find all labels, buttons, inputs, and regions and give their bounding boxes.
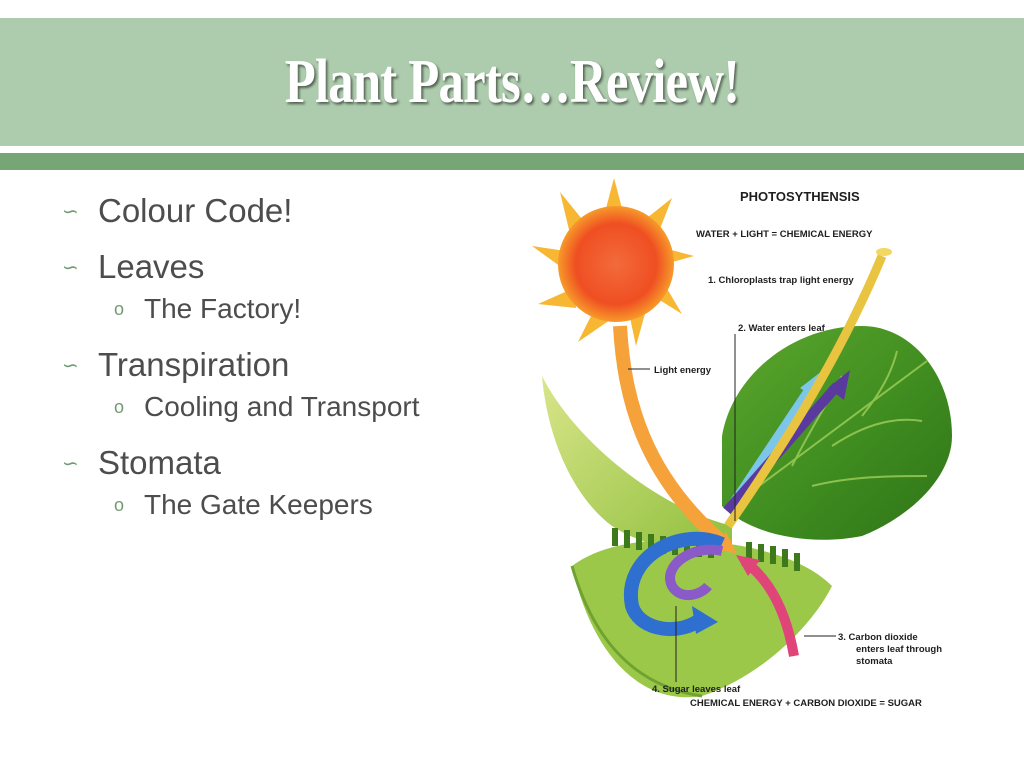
bullet-item: ∽ Stomata: [62, 442, 502, 484]
step2-label: 2. Water enters leaf: [738, 323, 826, 334]
sub-bullet-item: o The Gate Keepers: [114, 488, 502, 522]
bullet-item: ∽ Colour Code!: [62, 190, 502, 232]
bullet-text: Leaves: [98, 248, 205, 285]
equation-top: WATER + LIGHT = CHEMICAL ENERGY: [696, 229, 873, 240]
photosynthesis-diagram: PHOTOSYTHENSIS WATER + LIGHT = CHEMICAL …: [532, 176, 968, 718]
bullet-text: Colour Code!: [98, 192, 293, 229]
bullet-swirl-icon: ∽: [62, 255, 79, 279]
sub-bullet-text: The Factory!: [144, 293, 302, 324]
step3-label-line1: 3. Carbon dioxide: [838, 632, 918, 643]
slide-title: Plant Parts…Review!: [284, 47, 740, 116]
light-energy-label: Light energy: [654, 365, 712, 376]
bullet-text: Stomata: [98, 444, 221, 481]
bullet-text: Transpiration: [98, 346, 290, 383]
step4-label: 4. Sugar leaves leaf: [652, 684, 741, 695]
sub-bullet-circle-icon: o: [114, 298, 125, 319]
title-band: [0, 18, 1024, 146]
step1-label: 1. Chloroplasts trap light energy: [708, 275, 854, 286]
sub-bullet-circle-icon: o: [114, 494, 125, 515]
bullet-item: ∽ Transpiration: [62, 344, 502, 386]
bullet-list: ∽ Colour Code! ∽ Leaves o The Factory! ∽…: [62, 190, 502, 540]
bullet-swirl-icon: ∽: [62, 199, 79, 223]
bullet-swirl-icon: ∽: [62, 353, 79, 377]
leaf-upper-icon: [722, 326, 952, 540]
step3-label-line2: enters leaf through: [856, 644, 942, 655]
bullet-swirl-icon: ∽: [62, 451, 79, 475]
title-stripe: [0, 153, 1024, 170]
photosynthesis-illustration: PHOTOSYTHENSIS WATER + LIGHT = CHEMICAL …: [532, 178, 952, 709]
diagram-heading: PHOTOSYTHENSIS: [740, 189, 860, 204]
bullet-item: ∽ Leaves: [62, 246, 502, 288]
sub-bullet-item: o Cooling and Transport: [114, 390, 502, 424]
sub-bullet-item: o The Factory!: [114, 292, 502, 326]
equation-bottom: CHEMICAL ENERGY + CARBON DIOXIDE = SUGAR: [690, 698, 922, 709]
step3-label-line3: stomata: [856, 656, 893, 667]
sub-bullet-text: Cooling and Transport: [144, 391, 420, 422]
sub-bullet-text: The Gate Keepers: [144, 489, 373, 520]
sun-icon: [532, 178, 694, 346]
sub-bullet-circle-icon: o: [114, 396, 125, 417]
